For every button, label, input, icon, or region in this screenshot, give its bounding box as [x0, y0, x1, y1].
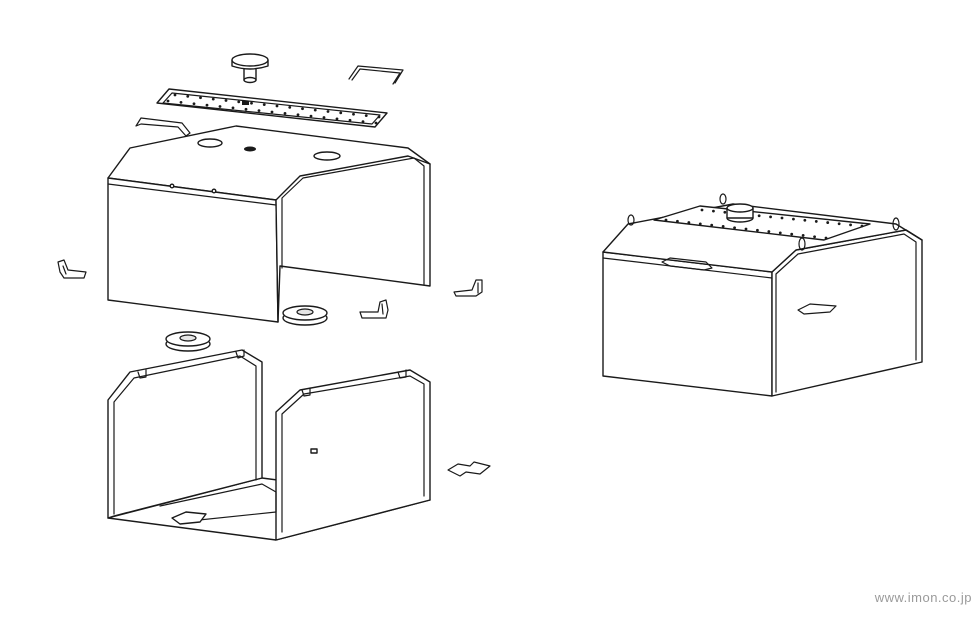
watermark-text: www.imon.co.jp: [874, 590, 972, 605]
rivet: [377, 115, 381, 119]
lower-tray: [107, 349, 431, 541]
rivet: [721, 225, 725, 228]
bracket-left: [57, 259, 87, 279]
rivet: [801, 234, 805, 237]
rivet: [309, 114, 313, 118]
rivet: [231, 106, 235, 110]
rivet: [237, 100, 241, 104]
rivet: [352, 112, 355, 116]
filler-cap: [231, 53, 269, 84]
rivet: [275, 104, 279, 108]
rivet: [179, 100, 183, 104]
rivet: [173, 93, 177, 97]
rivet: [262, 103, 266, 107]
rivet: [710, 223, 714, 227]
rivet: [757, 214, 761, 218]
rivet: [301, 107, 304, 111]
rivet: [166, 99, 170, 103]
rivet: [769, 215, 772, 219]
rivet: [778, 231, 782, 235]
rivet: [767, 230, 771, 233]
rivet: [790, 232, 794, 236]
rivet: [780, 216, 784, 220]
rivet: [744, 227, 748, 231]
top-handle-right: [348, 65, 404, 85]
rivet: [348, 118, 352, 122]
rivet: [211, 97, 215, 101]
rivet: [288, 105, 292, 109]
rivet: [186, 94, 190, 98]
rivet: [339, 111, 343, 115]
rivet: [322, 116, 326, 119]
rivet: [849, 223, 852, 227]
rivet: [244, 107, 248, 111]
rivet: [723, 210, 727, 214]
rivet: [335, 117, 339, 121]
rivet: [756, 228, 759, 232]
rivet: [792, 217, 795, 221]
rivet: [733, 226, 736, 230]
rivet: [205, 103, 209, 107]
rivet: [199, 96, 202, 100]
rivet: [326, 110, 330, 113]
rivet: [224, 99, 228, 102]
assembled-enclosure: [602, 193, 923, 397]
rivet: [813, 235, 816, 239]
rivet: [664, 218, 668, 222]
rivet: [860, 224, 864, 228]
floor-tab: [447, 461, 491, 477]
rivet: [803, 218, 807, 222]
rivet: [192, 102, 196, 106]
rivet: [313, 108, 317, 112]
rivet: [687, 221, 691, 224]
riveted-top-plate: [156, 88, 388, 128]
rivet: [837, 222, 841, 226]
rivet: [250, 101, 253, 105]
rivet: [283, 111, 287, 115]
bracket-right: [453, 279, 483, 297]
rivet: [270, 110, 274, 114]
bracket-mid: [359, 299, 389, 319]
rivet: [712, 209, 715, 213]
rivet: [700, 208, 704, 212]
rivet: [364, 114, 368, 118]
rivet: [296, 113, 300, 117]
rivet: [698, 222, 702, 226]
grommet-left: [165, 331, 211, 352]
rivet: [826, 221, 830, 224]
upper-cover: [107, 125, 431, 323]
grommet-right: [282, 305, 328, 326]
rivet: [218, 105, 222, 108]
rivet: [374, 121, 378, 125]
rivet: [814, 220, 818, 223]
rivet: [361, 120, 365, 124]
top-handle-left: [135, 117, 191, 137]
rivet: [676, 219, 679, 223]
rivet: [824, 236, 828, 240]
rivet: [257, 109, 261, 113]
